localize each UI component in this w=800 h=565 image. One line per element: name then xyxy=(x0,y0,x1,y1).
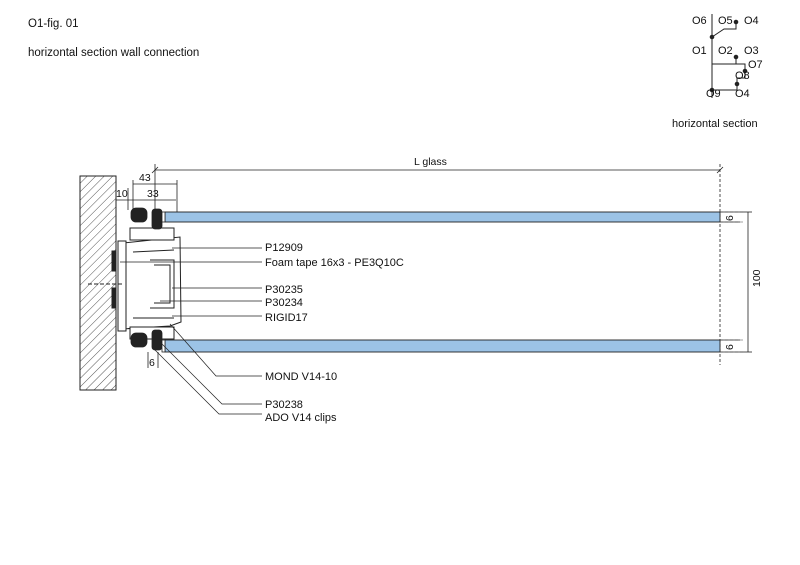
key-plan-caption: horizontal section xyxy=(672,118,758,130)
key-label-o1: O1 xyxy=(692,45,707,57)
dim-100: 100 xyxy=(751,269,763,287)
glass-panes xyxy=(164,211,745,353)
wall-section xyxy=(79,175,117,391)
callout-rigid17: RIGID17 xyxy=(265,312,308,324)
dim-bottom-gap: 6 xyxy=(149,357,155,369)
key-plan: O6 O5 O4 O1 O2 O3 O7 O8 O9 O4 horizontal… xyxy=(672,14,763,130)
key-label-o5: O5 xyxy=(718,15,733,27)
gasket-seals xyxy=(130,207,166,353)
dim-glass-bottom: 6 xyxy=(724,344,736,350)
callout-p30234: P30234 xyxy=(265,297,303,309)
callouts: P12909 Foam tape 16x3 - PE3Q10C P30235 P… xyxy=(265,242,404,424)
key-label-o4-top: O4 xyxy=(744,15,759,27)
dim-43: 43 xyxy=(139,172,151,184)
key-plan-outline xyxy=(709,14,748,98)
figure-subtitle: horizontal section wall connection xyxy=(28,47,199,59)
callout-mond: MOND V14-10 xyxy=(265,371,337,383)
dim-10: 10 xyxy=(116,188,128,200)
callout-p12909: P12909 xyxy=(265,242,303,254)
callout-ado-clips: ADO V14 clips xyxy=(265,412,337,424)
dimension-lines xyxy=(115,164,752,368)
dim-l-glass: L glass xyxy=(414,156,447,168)
dim-glass-top: 6 xyxy=(724,215,736,221)
key-label-o9: O9 xyxy=(706,88,721,100)
callout-p30235: P30235 xyxy=(265,284,303,296)
aluminium-profile xyxy=(117,227,182,340)
callout-foam-tape: Foam tape 16x3 - PE3Q10C xyxy=(265,257,404,269)
glass-pane-bottom xyxy=(164,339,721,353)
key-label-o4-bottom: O4 xyxy=(735,88,750,100)
key-label-o6: O6 xyxy=(692,15,707,27)
key-label-o7: O7 xyxy=(748,59,763,71)
leader-lines xyxy=(120,247,262,415)
figure-id: O1-fig. 01 xyxy=(28,18,79,30)
key-label-o2: O2 xyxy=(718,45,733,57)
glass-pane-top xyxy=(164,211,721,223)
callout-p30238: P30238 xyxy=(265,399,303,411)
wall-fixings xyxy=(88,250,124,309)
key-label-o3: O3 xyxy=(744,45,759,57)
key-label-o8: O8 xyxy=(735,70,750,82)
dim-33: 33 xyxy=(147,188,159,200)
